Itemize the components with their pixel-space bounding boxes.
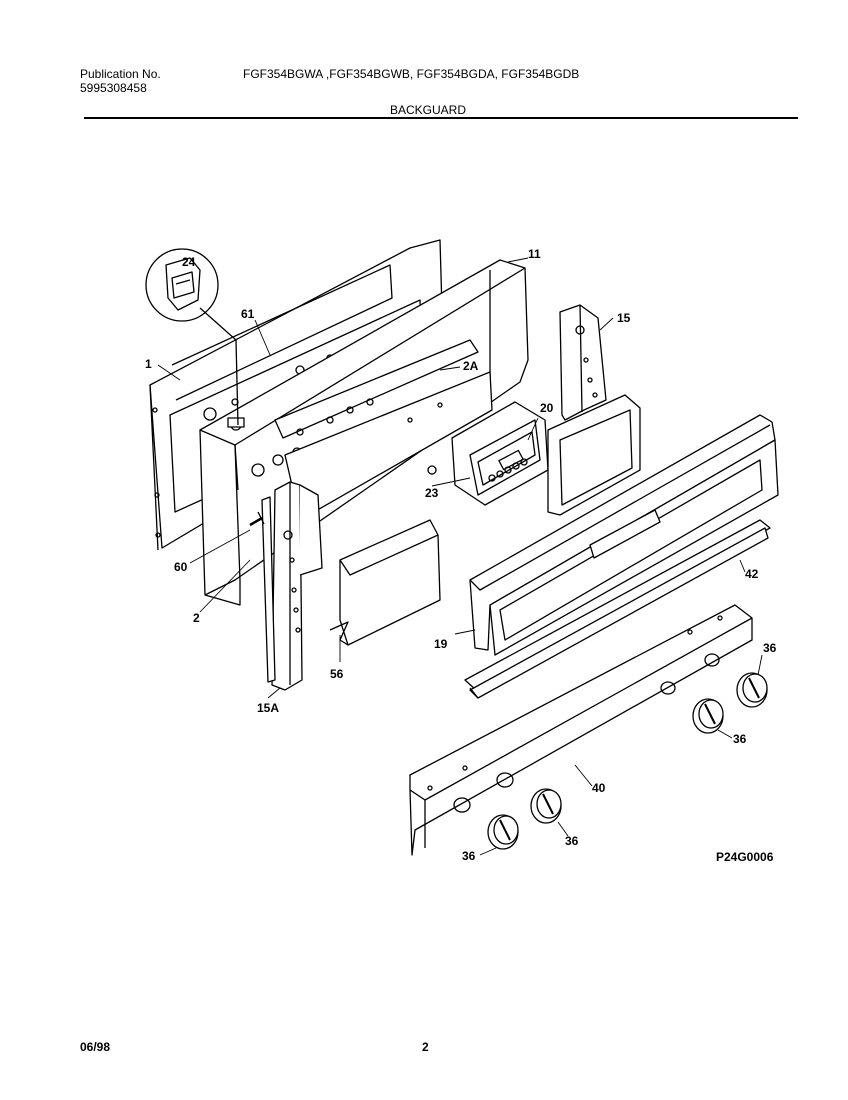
control-knob-part	[530, 788, 562, 824]
callout-label: 36	[763, 641, 777, 655]
clock-control-part	[451, 401, 549, 506]
control-knob-part	[487, 814, 519, 850]
callout-label: 42	[745, 567, 759, 581]
callout-label: 23	[425, 486, 439, 500]
callout-label: 19	[434, 637, 448, 651]
lower-shield-part	[329, 519, 441, 646]
diagram-code: P24G0006	[716, 850, 774, 864]
leader-lines	[157, 257, 763, 856]
callout-label: 24	[182, 255, 196, 269]
left-bracket-part	[261, 481, 323, 691]
callout-label: 60	[174, 560, 188, 574]
callout-label: 40	[592, 781, 606, 795]
callout-labels: 24 61 1 11 2A 15 20 23 60 2 42 19 56 15A…	[145, 247, 777, 863]
screw-part	[249, 511, 265, 527]
callout-label: 15	[617, 311, 631, 325]
publication-date: 06/98	[80, 1040, 111, 1054]
callout-label: 2	[193, 611, 200, 625]
callout-label: 2A	[463, 359, 479, 373]
publication-label: Publication No.	[80, 67, 161, 81]
header-rule	[84, 117, 798, 119]
trim-strip-part	[464, 519, 771, 699]
callout-label: 15A	[257, 701, 279, 715]
callout-label: 61	[241, 307, 255, 321]
callout-label: 11	[528, 247, 541, 261]
callout-label: 56	[330, 667, 344, 681]
callout-label: 36	[565, 834, 579, 848]
model-numbers: FGF354BGWA ,FGF354BGWB, FGF354BGDA, FGF3…	[243, 67, 580, 81]
callout-label: 1	[145, 357, 152, 371]
manifold-panel-part	[409, 604, 753, 856]
callout-label: 20	[540, 401, 554, 415]
callout-label: 36	[462, 849, 476, 863]
control-panel-frame-part	[469, 414, 779, 656]
section-title: BACKGUARD	[390, 103, 467, 117]
right-bracket-part	[559, 304, 607, 421]
control-knob-part	[736, 672, 768, 708]
callout-label: 36	[733, 732, 747, 746]
deflector-strip-part	[274, 339, 479, 439]
publication-number: 5995308458	[80, 81, 147, 95]
page-number: 2	[422, 1040, 429, 1054]
right-end-cap-part	[547, 394, 641, 516]
switch-detail-inset	[145, 248, 239, 426]
control-knob-part	[692, 698, 724, 734]
